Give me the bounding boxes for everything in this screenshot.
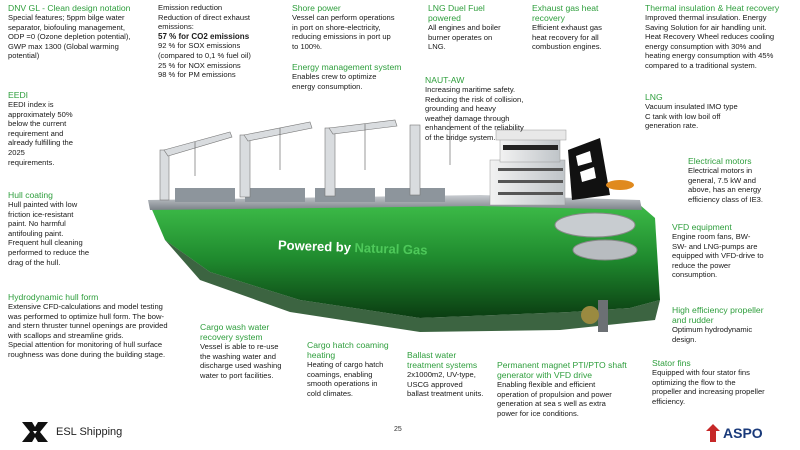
lng-block: LNG Vacuum insulated IMO type C tank wit…: [645, 92, 795, 131]
electrical-title: Electrical motors: [688, 156, 752, 166]
crane-4: [409, 115, 451, 196]
crane-2: [239, 121, 313, 198]
aspo-logo-text: ASPO: [723, 425, 763, 441]
cargo-wash-title: Cargo wash water recovery system: [200, 322, 270, 342]
eedi-text: EEDI index is approximately 50% below th…: [8, 100, 74, 167]
emission-line-1: Reduction of direct exhaust: [158, 12, 251, 22]
dnv-title: DNV GL - Clean design notation: [8, 3, 131, 13]
cargo-hatch-block: Cargo hatch coaming heating Heating of c…: [307, 340, 407, 398]
energy-title: Energy management system: [292, 62, 402, 72]
emission-block: Emission reduction Reduction of direct e…: [158, 3, 288, 80]
rudder: [598, 300, 608, 332]
naut-text: Increasing maritime safety. Reducing the…: [425, 85, 524, 142]
pti-title: Permanent magnet PTI/PTO shaft generator…: [497, 360, 627, 380]
cargo-hatch-title: Cargo hatch coaming heating: [307, 340, 389, 360]
aspo-logo-icon: [706, 424, 720, 442]
stator-block: Stator fins Equipped with four stator fi…: [652, 358, 798, 406]
emission-line-fuel: (compared to 0,1 % fuel oil): [158, 50, 251, 60]
emission-line-nox: 25 % for NOX emissions: [158, 60, 241, 70]
electrical-text: Electrical motors in general, 7.5 kW and…: [688, 166, 763, 204]
thermal-text: Improved thermal insulation. Energy Savi…: [645, 13, 775, 70]
hatch-3: [315, 188, 375, 202]
cargo-wash-block: Cargo wash water recovery system Vessel …: [200, 322, 305, 380]
shore-text: Vessel can perform operations in port on…: [292, 13, 395, 51]
emission-line-2: emissions:: [158, 22, 194, 32]
vfd-block: VFD equipment Engine room fans, BW- SW- …: [672, 222, 798, 280]
ship-hull-shadow: [165, 240, 660, 332]
hydro-text: Extensive CFD-calculations and model tes…: [8, 302, 168, 359]
eedi-title: EEDI: [8, 90, 29, 100]
esl-logo: ESL Shipping: [22, 422, 122, 442]
hull-coating-title: Hull coating: [8, 190, 53, 200]
dnv-text: Special features; 5ppm bilge water separ…: [8, 13, 131, 61]
lng-fuel-block: LNG Duel Fuel powered All engines and bo…: [428, 3, 528, 52]
lifeboat: [606, 180, 634, 190]
hull-text-natural-gas: Natural Gas: [354, 240, 428, 258]
emission-line-pm: 98 % for PM emissions: [158, 70, 236, 80]
superstructure: [489, 129, 567, 206]
stator-title: Stator fins: [652, 358, 691, 368]
page-number: 25: [394, 426, 402, 433]
lng-fuel-title: LNG Duel Fuel powered: [428, 3, 485, 23]
stator-text: Equipped with four stator fins optimizin…: [652, 368, 765, 406]
cargo-wash-text: Vessel is able to re-use the washing wat…: [200, 342, 282, 380]
thermal-block: Thermal insulation & Heat recovery Impro…: [645, 3, 797, 71]
eedi-block: EEDI EEDI index is approximately 50% bel…: [8, 90, 108, 167]
energy-text: Enables crew to optimize energy consumpt…: [292, 72, 377, 91]
hydro-block: Hydrodynamic hull form Extensive CFD-cal…: [8, 292, 208, 360]
propeller: [581, 306, 599, 324]
aspo-logo: ASPO: [706, 424, 763, 442]
shore-title: Shore power: [292, 3, 341, 13]
lng-title: LNG: [645, 92, 663, 102]
emission-line-sox: 92 % for SOX emissions: [158, 41, 241, 51]
hull-text-powered: Powered by: [277, 237, 355, 256]
exhaust-block: Exhaust gas heat recovery Efficient exha…: [532, 3, 632, 52]
ship-hull: [150, 200, 660, 318]
crane-3: [324, 119, 398, 197]
emission-title: Emission reduction: [158, 3, 223, 12]
ballast-title: Ballast water treatment systems: [407, 350, 478, 370]
pti-block: Permanent magnet PTI/PTO shaft generator…: [497, 360, 647, 418]
dnv-block: DNV GL - Clean design notation Special f…: [8, 3, 158, 61]
vfd-title: VFD equipment: [672, 222, 732, 232]
pti-text: Enabling flexible and efficient operatio…: [497, 380, 612, 418]
propeller-block: High efficiency propeller and rudder Opt…: [672, 305, 798, 344]
energy-block: Energy management system Enables crew to…: [292, 62, 422, 91]
ballast-text: 2x1000m2, UV-type, USCG approved ballast…: [407, 370, 484, 399]
exhaust-title: Exhaust gas heat recovery: [532, 3, 599, 23]
propeller-title: High efficiency propeller and rudder: [672, 305, 764, 325]
lng-tank-2: [572, 239, 638, 261]
hull-coating-text: Hull painted with low friction ice-resis…: [8, 200, 90, 267]
shore-block: Shore power Vessel can perform operation…: [292, 3, 422, 51]
esl-logo-text: ESL Shipping: [56, 426, 123, 438]
hydro-title: Hydrodynamic hull form: [8, 292, 99, 302]
crane-1: [159, 131, 233, 201]
propeller-text: Optimum hydrodynamic design.: [672, 325, 753, 344]
hatch-2: [245, 188, 305, 202]
naut-title: NAUT-AW: [425, 75, 465, 85]
cargo-hatch-text: Heating of cargo hatch coamings, enablin…: [307, 360, 384, 398]
lng-fuel-text: All engines and boiler burner operates o…: [428, 23, 501, 52]
ballast-block: Ballast water treatment systems 2x1000m2…: [407, 350, 497, 399]
lng-tank-1: [554, 212, 636, 238]
electrical-block: Electrical motors Electrical motors in g…: [688, 156, 798, 204]
hull-coating-block: Hull coating Hull painted with low frict…: [8, 190, 118, 267]
esl-logo-icon: [22, 422, 48, 442]
thermal-title: Thermal insulation & Heat recovery: [645, 3, 780, 13]
hatch-1: [175, 188, 235, 202]
lng-text: Vacuum insulated IMO type C tank with lo…: [645, 102, 738, 131]
emission-line-co2: 57 % for CO2 emissions: [158, 31, 250, 41]
funnel: [568, 138, 610, 200]
naut-block: NAUT-AW Increasing maritime safety. Redu…: [425, 75, 565, 143]
exhaust-text: Efficient exhaust gas heat recovery for …: [532, 23, 602, 52]
vfd-text: Engine room fans, BW- SW- and LNG-pumps …: [672, 232, 764, 280]
